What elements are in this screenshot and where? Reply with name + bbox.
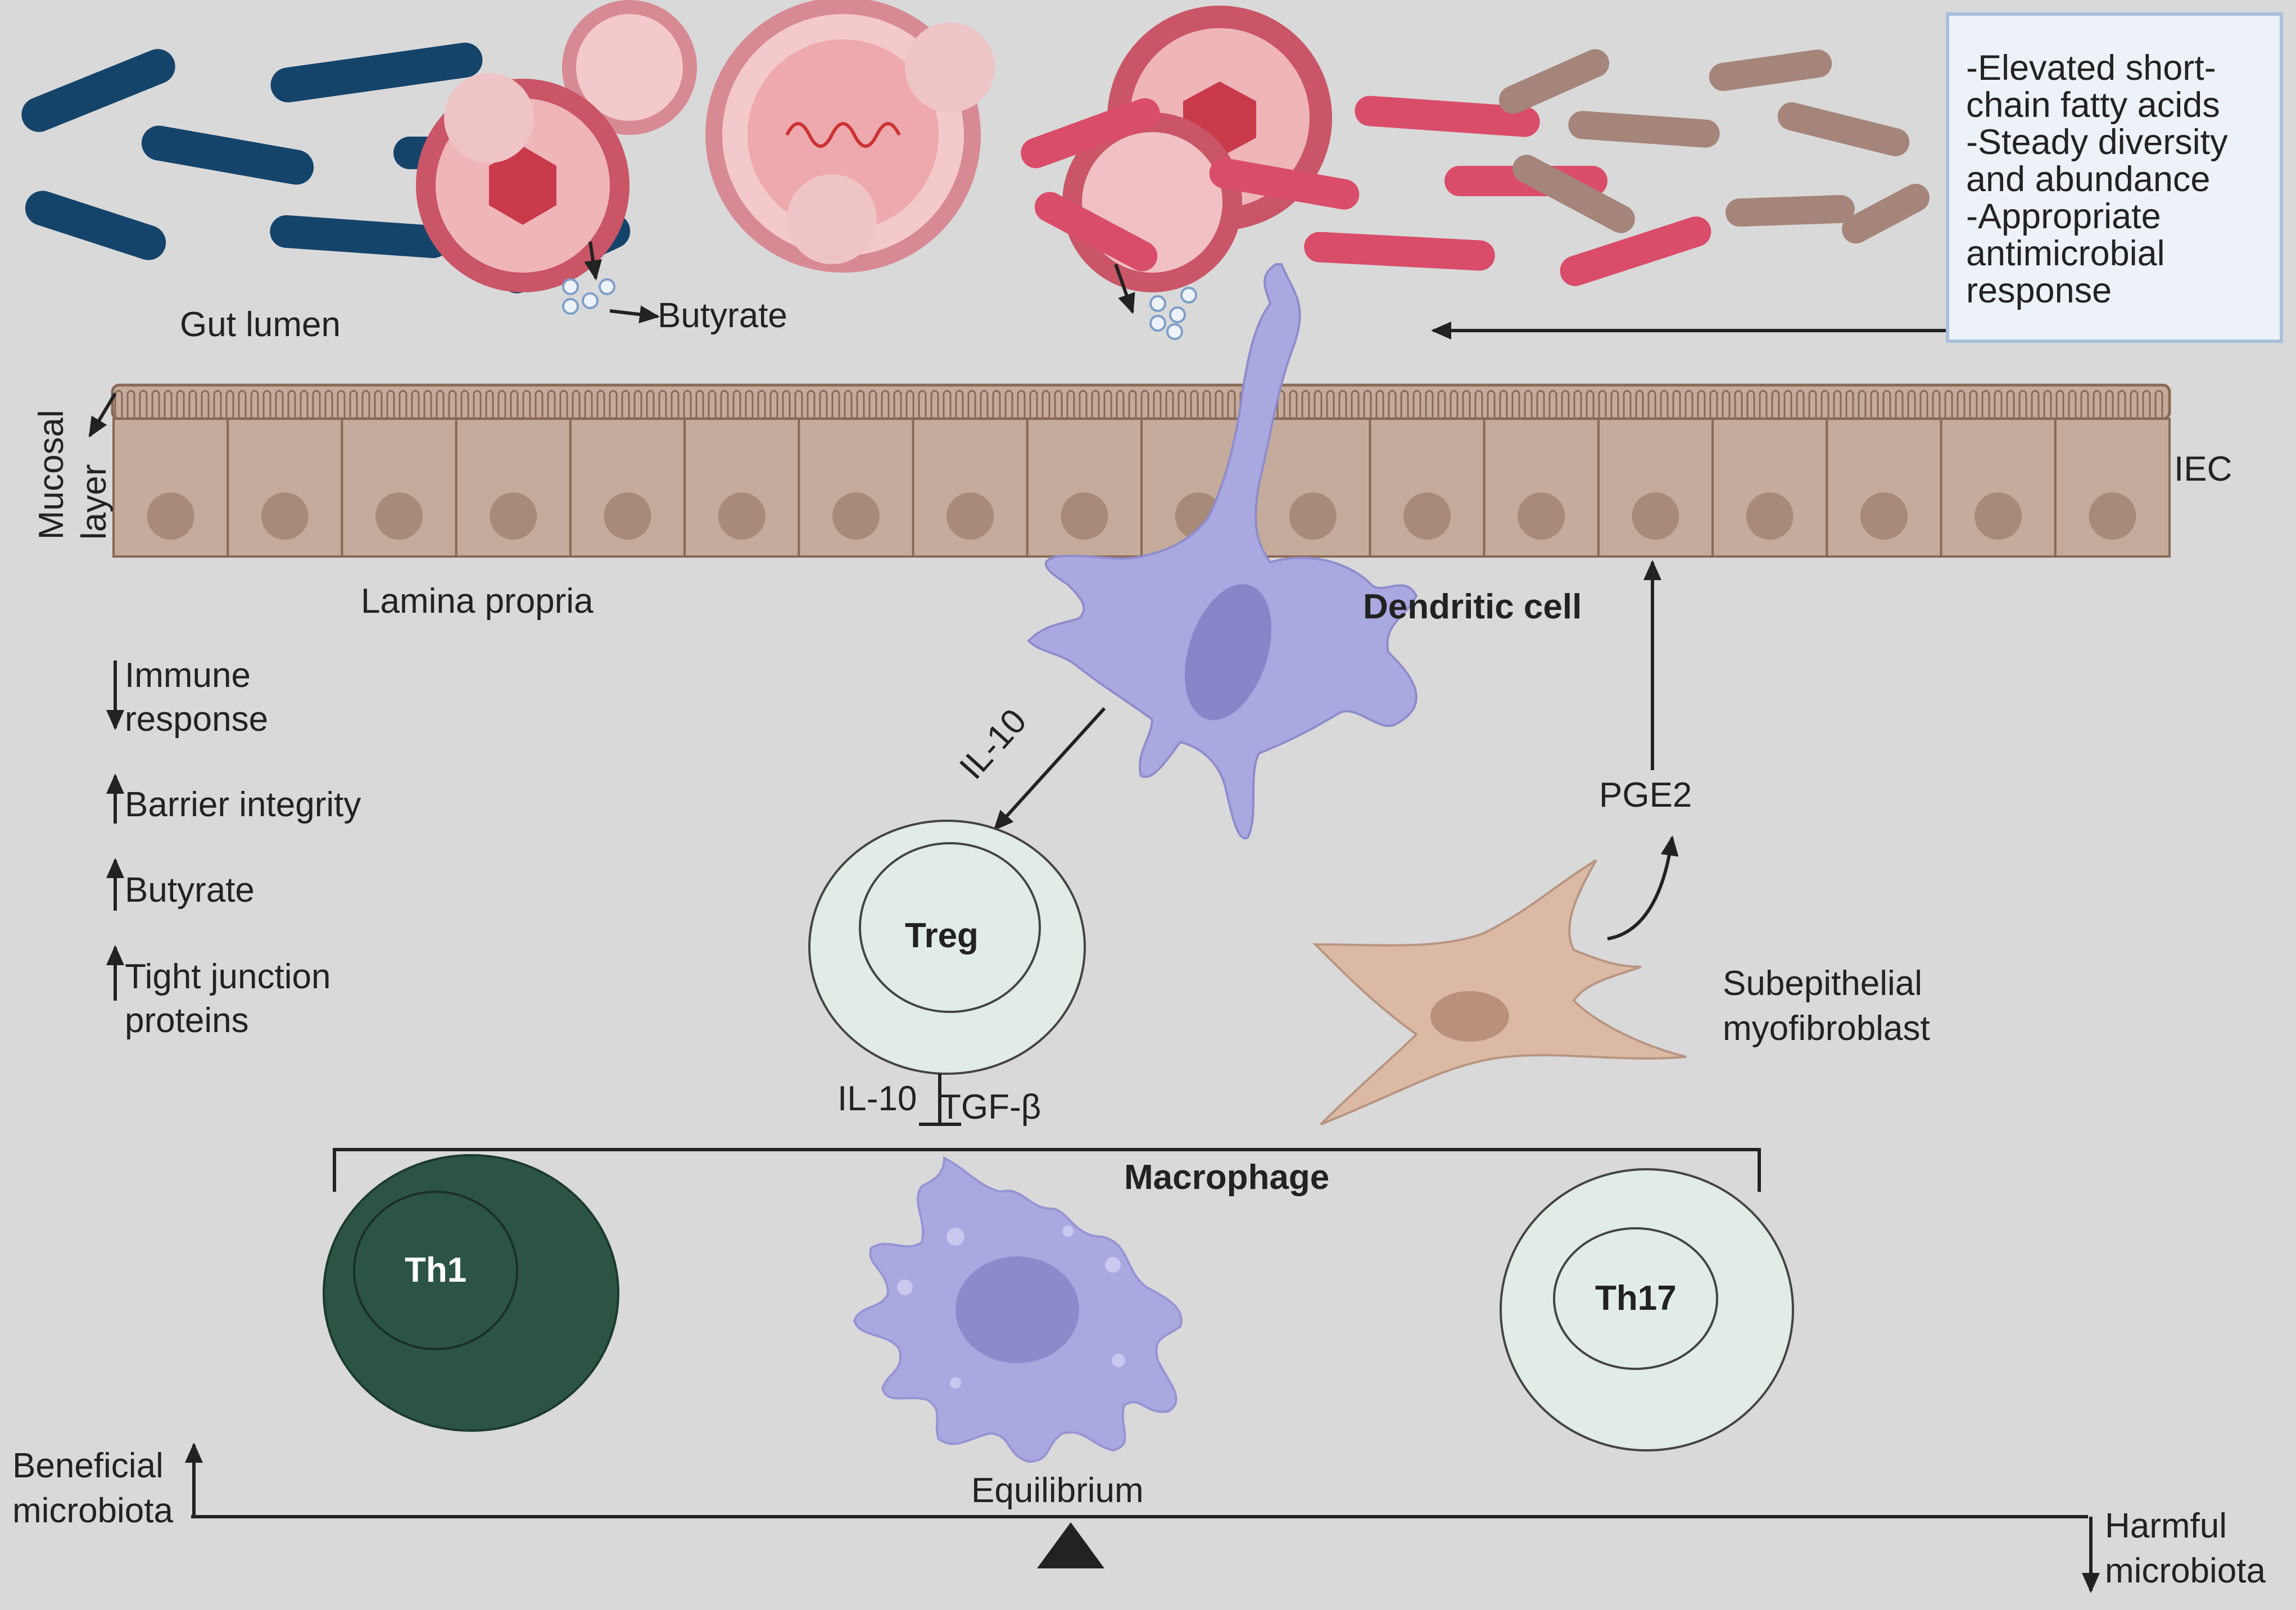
pink-bacterium: [1304, 232, 1495, 271]
immune-label-1: Immune: [125, 656, 251, 695]
microbiota-info-box: -Elevated short- chain fatty acids -Stea…: [1946, 12, 2283, 343]
dendritic-cell: [1027, 263, 1418, 840]
equilibrium-label: Equilibrium: [971, 1471, 1144, 1510]
bacterium-to-butyrate-arrow-right: [1114, 264, 1135, 314]
iec-nucleus: [375, 492, 423, 540]
epithelium: [111, 383, 2171, 558]
immune-label-2: response: [125, 700, 268, 739]
macrophage-label: Macrophage: [1124, 1158, 1329, 1197]
butyrate-effect-label: Butyrate: [125, 871, 255, 910]
bacterium-to-butyrate-arrow: [584, 241, 602, 281]
blue-bacterium: [25, 191, 166, 260]
virus: [562, 0, 697, 135]
blue-bacterium: [270, 215, 450, 259]
iec-nucleus: [604, 492, 651, 540]
barrier-label: Barrier integrity: [125, 785, 361, 824]
mucosal-layer-arrow: [88, 392, 117, 438]
iec-nucleus: [718, 492, 766, 540]
pink-bacterium: [1560, 216, 1711, 286]
virus: [444, 73, 534, 163]
il10-dc-arrow: [993, 707, 1106, 831]
iec-nucleus: [1518, 492, 1565, 540]
pink-bacterium: [1034, 192, 1158, 272]
pge2-label: PGE2: [1599, 776, 1692, 815]
pink-bacterium: [1209, 158, 1360, 210]
iec-nucleus: [147, 492, 194, 540]
iec-nucleus: [947, 492, 994, 540]
iec-cell: [569, 418, 686, 558]
iec-nucleus: [1403, 492, 1451, 540]
blue-bacterium: [21, 49, 175, 132]
iec-nucleus: [490, 492, 537, 540]
butyrate-arrow: [609, 305, 660, 324]
iec-nucleus: [2089, 492, 2136, 540]
iec-cells: [112, 418, 2171, 558]
iec-nucleus: [261, 492, 309, 540]
treg-cell: [808, 820, 1086, 1075]
th17-label: Th17: [1595, 1279, 1677, 1318]
info-line-3: -Appropriate antimicrobial response: [1966, 197, 2165, 310]
pge2-curve-arrow: [1607, 835, 1679, 940]
iec-nucleus: [832, 492, 880, 540]
brown-bacterium: [1726, 195, 1855, 227]
harmful-label-2: microbiota: [2105, 1552, 2266, 1590]
tgf-beta-label: TGF-β: [940, 1088, 1041, 1127]
iec-cell: [2054, 418, 2171, 558]
il10-treg-label: IL-10: [837, 1079, 917, 1118]
treg-label: Treg: [905, 916, 979, 955]
harmful-label-1: Harmful: [2105, 1507, 2227, 1545]
dendritic-cell-label: Dendritic cell: [1363, 587, 1582, 626]
macrophage-nucleus: [955, 1256, 1079, 1363]
mucosal-layer-label-1: Mucosal: [32, 410, 71, 540]
brown-bacterium: [1568, 111, 1720, 148]
brown-bacterium: [1709, 49, 1832, 91]
brown-bacterium: [1512, 155, 1635, 233]
info-line-2: -Steady diversity and abundance: [1966, 123, 2228, 199]
blue-bacterium: [141, 125, 314, 185]
iec-label: IEC: [2174, 450, 2232, 489]
il10-dc-label: IL-10: [952, 702, 1034, 786]
iec-nucleus: [1975, 492, 2022, 540]
subepithelial-label-1: Subepithelial: [1723, 964, 1922, 1003]
beneficial-label-2: microbiota: [12, 1491, 174, 1530]
virus: [905, 22, 995, 112]
iec-nucleus: [1289, 492, 1337, 540]
lamina-propria-label: Lamina propria: [361, 582, 594, 621]
gut-lumen-label: Gut lumen: [180, 305, 341, 344]
pink-bacterium: [1021, 98, 1160, 169]
iec-nucleus: [1746, 492, 1794, 540]
tight-junction-label-1: Tight junction: [125, 957, 330, 996]
butyrate-molecules-right: [1149, 287, 1197, 340]
brown-bacteria-group: [1498, 49, 1930, 244]
brown-bacterium: [1842, 183, 1930, 244]
th1-cell: [323, 1154, 619, 1432]
fibroblast-nucleus: [1430, 991, 1509, 1042]
beneficial-label-1: Beneficial: [12, 1446, 164, 1485]
viruses-group: [416, 0, 1332, 292]
butyrate-lumen-label: Butyrate: [658, 296, 787, 335]
immune-bracket: [333, 1148, 1761, 1192]
brown-bacterium: [1777, 102, 1910, 156]
tight-junction-label-2: proteins: [125, 1001, 249, 1040]
mucosal-layer-label-2: layer: [75, 464, 114, 540]
balance-fulcrum: [1037, 1522, 1104, 1568]
butyrate-molecules-left: [562, 278, 615, 315]
iec-nucleus: [1061, 492, 1108, 540]
macrophage-cell: [853, 1156, 1183, 1463]
subepithelial-label-2: myofibroblast: [1723, 1009, 1930, 1048]
subepithelial-myofibroblast: [1312, 859, 1687, 1125]
th1-label: Th1: [405, 1251, 467, 1290]
brown-bacterium: [1498, 49, 1610, 114]
iec-nucleus: [1632, 492, 1679, 540]
iec-nucleus: [1860, 492, 1908, 540]
pink-bacterium: [1355, 96, 1540, 137]
info-line-1: -Elevated short- chain fatty acids: [1966, 48, 2220, 125]
th17-cell: [1500, 1168, 1794, 1451]
dendritic-nucleus: [1185, 584, 1271, 720]
blue-bacterium: [270, 42, 483, 103]
virus: [787, 174, 877, 264]
